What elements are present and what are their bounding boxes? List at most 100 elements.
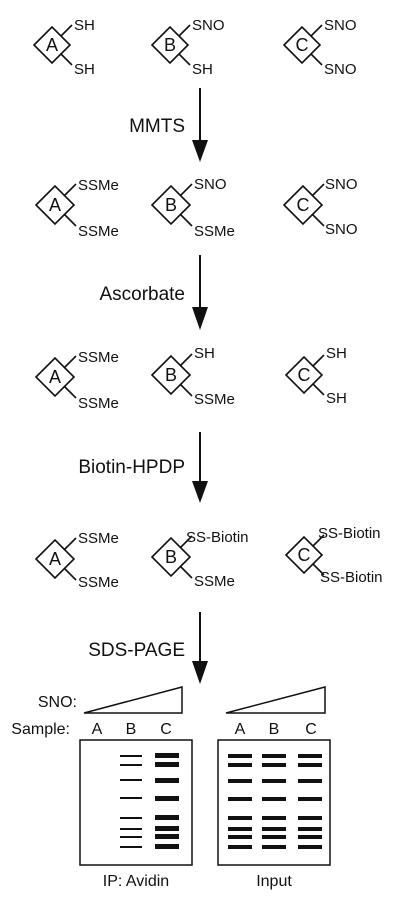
gel-band <box>262 797 286 801</box>
gel-band <box>262 835 286 839</box>
step-label: Biotin-HPDP <box>78 457 185 478</box>
lower-bond <box>180 384 192 396</box>
gel-band <box>228 816 252 820</box>
sno-label: SNO: <box>38 694 77 711</box>
gel-band <box>262 816 286 820</box>
upper-bond <box>313 355 324 366</box>
lower-group: SSMe <box>78 395 119 412</box>
gel-band <box>228 827 252 831</box>
gel-band <box>298 827 322 831</box>
upper-group: SS-Biotin <box>318 525 381 542</box>
gel-band <box>228 779 252 783</box>
step-label: SDS-PAGE <box>88 640 185 661</box>
stage-1-molecule-a: A SH SH <box>34 17 95 78</box>
gel-band <box>120 797 142 799</box>
lower-group: SSMe <box>78 223 119 240</box>
upper-bond <box>180 184 192 196</box>
gel-band <box>298 797 322 801</box>
lower-bond <box>64 568 76 580</box>
gel-band <box>120 764 142 766</box>
arrow-head <box>192 307 208 330</box>
step-2: Ascorbate <box>99 255 208 330</box>
upper-bond <box>180 354 192 366</box>
upper-bond <box>64 356 76 368</box>
upper-group: SH <box>326 345 347 362</box>
lower-group: SH <box>326 390 347 407</box>
gel-band <box>262 845 286 849</box>
core-letter: C <box>298 365 311 385</box>
gel-band <box>262 763 286 767</box>
upper-bond <box>64 184 76 196</box>
arrow-head <box>192 140 208 162</box>
core-letter: B <box>165 365 177 385</box>
gel-caption-ip-avidin: IP: Avidin <box>103 873 169 890</box>
core-letter: A <box>49 367 61 387</box>
core-letter: C <box>297 195 310 215</box>
lower-bond <box>312 214 324 226</box>
lower-group: SH <box>74 61 95 78</box>
arrow-head <box>192 661 208 684</box>
gel-band <box>228 754 252 758</box>
gel-band <box>155 778 179 783</box>
lower-group: SNO <box>324 61 357 78</box>
step-1: MMTS <box>129 88 208 162</box>
lower-bond <box>61 54 72 65</box>
step-label: Ascorbate <box>99 284 185 305</box>
stage-2-molecule-b: B SNO SSMe <box>152 176 235 240</box>
gel-band <box>298 754 322 758</box>
gel-ip-avidin <box>80 740 192 865</box>
sample-label: Sample: <box>11 721 70 738</box>
gel-band <box>298 816 322 820</box>
gel-band <box>298 845 322 849</box>
lane-label-right-a: A <box>235 721 246 738</box>
lower-bond <box>64 386 76 398</box>
gel-band <box>262 754 286 758</box>
upper-group: SNO <box>192 17 225 34</box>
lane-label-left-a: A <box>92 721 103 738</box>
core-letter: C <box>298 545 311 565</box>
gel-band <box>120 828 142 830</box>
gel-band <box>262 779 286 783</box>
stage-3-molecule-b: B SH SSMe <box>152 345 235 408</box>
gel-band <box>298 763 322 767</box>
step-3: Biotin-HPDP <box>78 432 208 503</box>
gel-band <box>228 835 252 839</box>
core-letter: C <box>296 35 309 55</box>
lower-group: SH <box>192 61 213 78</box>
lower-bond <box>313 384 324 395</box>
gel-band <box>298 835 322 839</box>
gel-band <box>262 827 286 831</box>
upper-group: SSMe <box>78 177 119 194</box>
gel-band <box>155 844 179 849</box>
gel-band <box>120 846 142 848</box>
lane-label-left-b: B <box>126 721 137 738</box>
lower-group: SSMe <box>194 573 235 590</box>
upper-bond <box>312 184 324 196</box>
gel-band <box>155 815 179 820</box>
upper-group: SH <box>74 17 95 34</box>
upper-group: SNO <box>194 176 227 193</box>
lower-bond <box>179 54 190 65</box>
core-letter: B <box>164 35 176 55</box>
lower-bond <box>311 54 322 65</box>
gel-band <box>155 753 179 758</box>
upper-bond <box>179 25 190 36</box>
gel-band <box>155 762 179 767</box>
gel-input <box>218 740 330 865</box>
upper-group: SH <box>194 345 215 362</box>
gel-band <box>298 779 322 783</box>
core-letter: B <box>165 195 177 215</box>
gel-band <box>228 797 252 801</box>
gel-band <box>228 845 252 849</box>
lower-bond <box>64 214 76 226</box>
step-4: SDS-PAGE <box>88 612 208 684</box>
lower-group: SNO <box>325 221 358 238</box>
upper-bond <box>311 25 322 36</box>
upper-group: SSMe <box>78 530 119 547</box>
stage-3-molecule-c: C SH SH <box>286 345 347 407</box>
core-letter: A <box>46 35 58 55</box>
lane-label-right-b: B <box>269 721 280 738</box>
gel-band <box>155 796 179 801</box>
gel-band <box>155 826 179 831</box>
upper-bond <box>64 538 76 550</box>
